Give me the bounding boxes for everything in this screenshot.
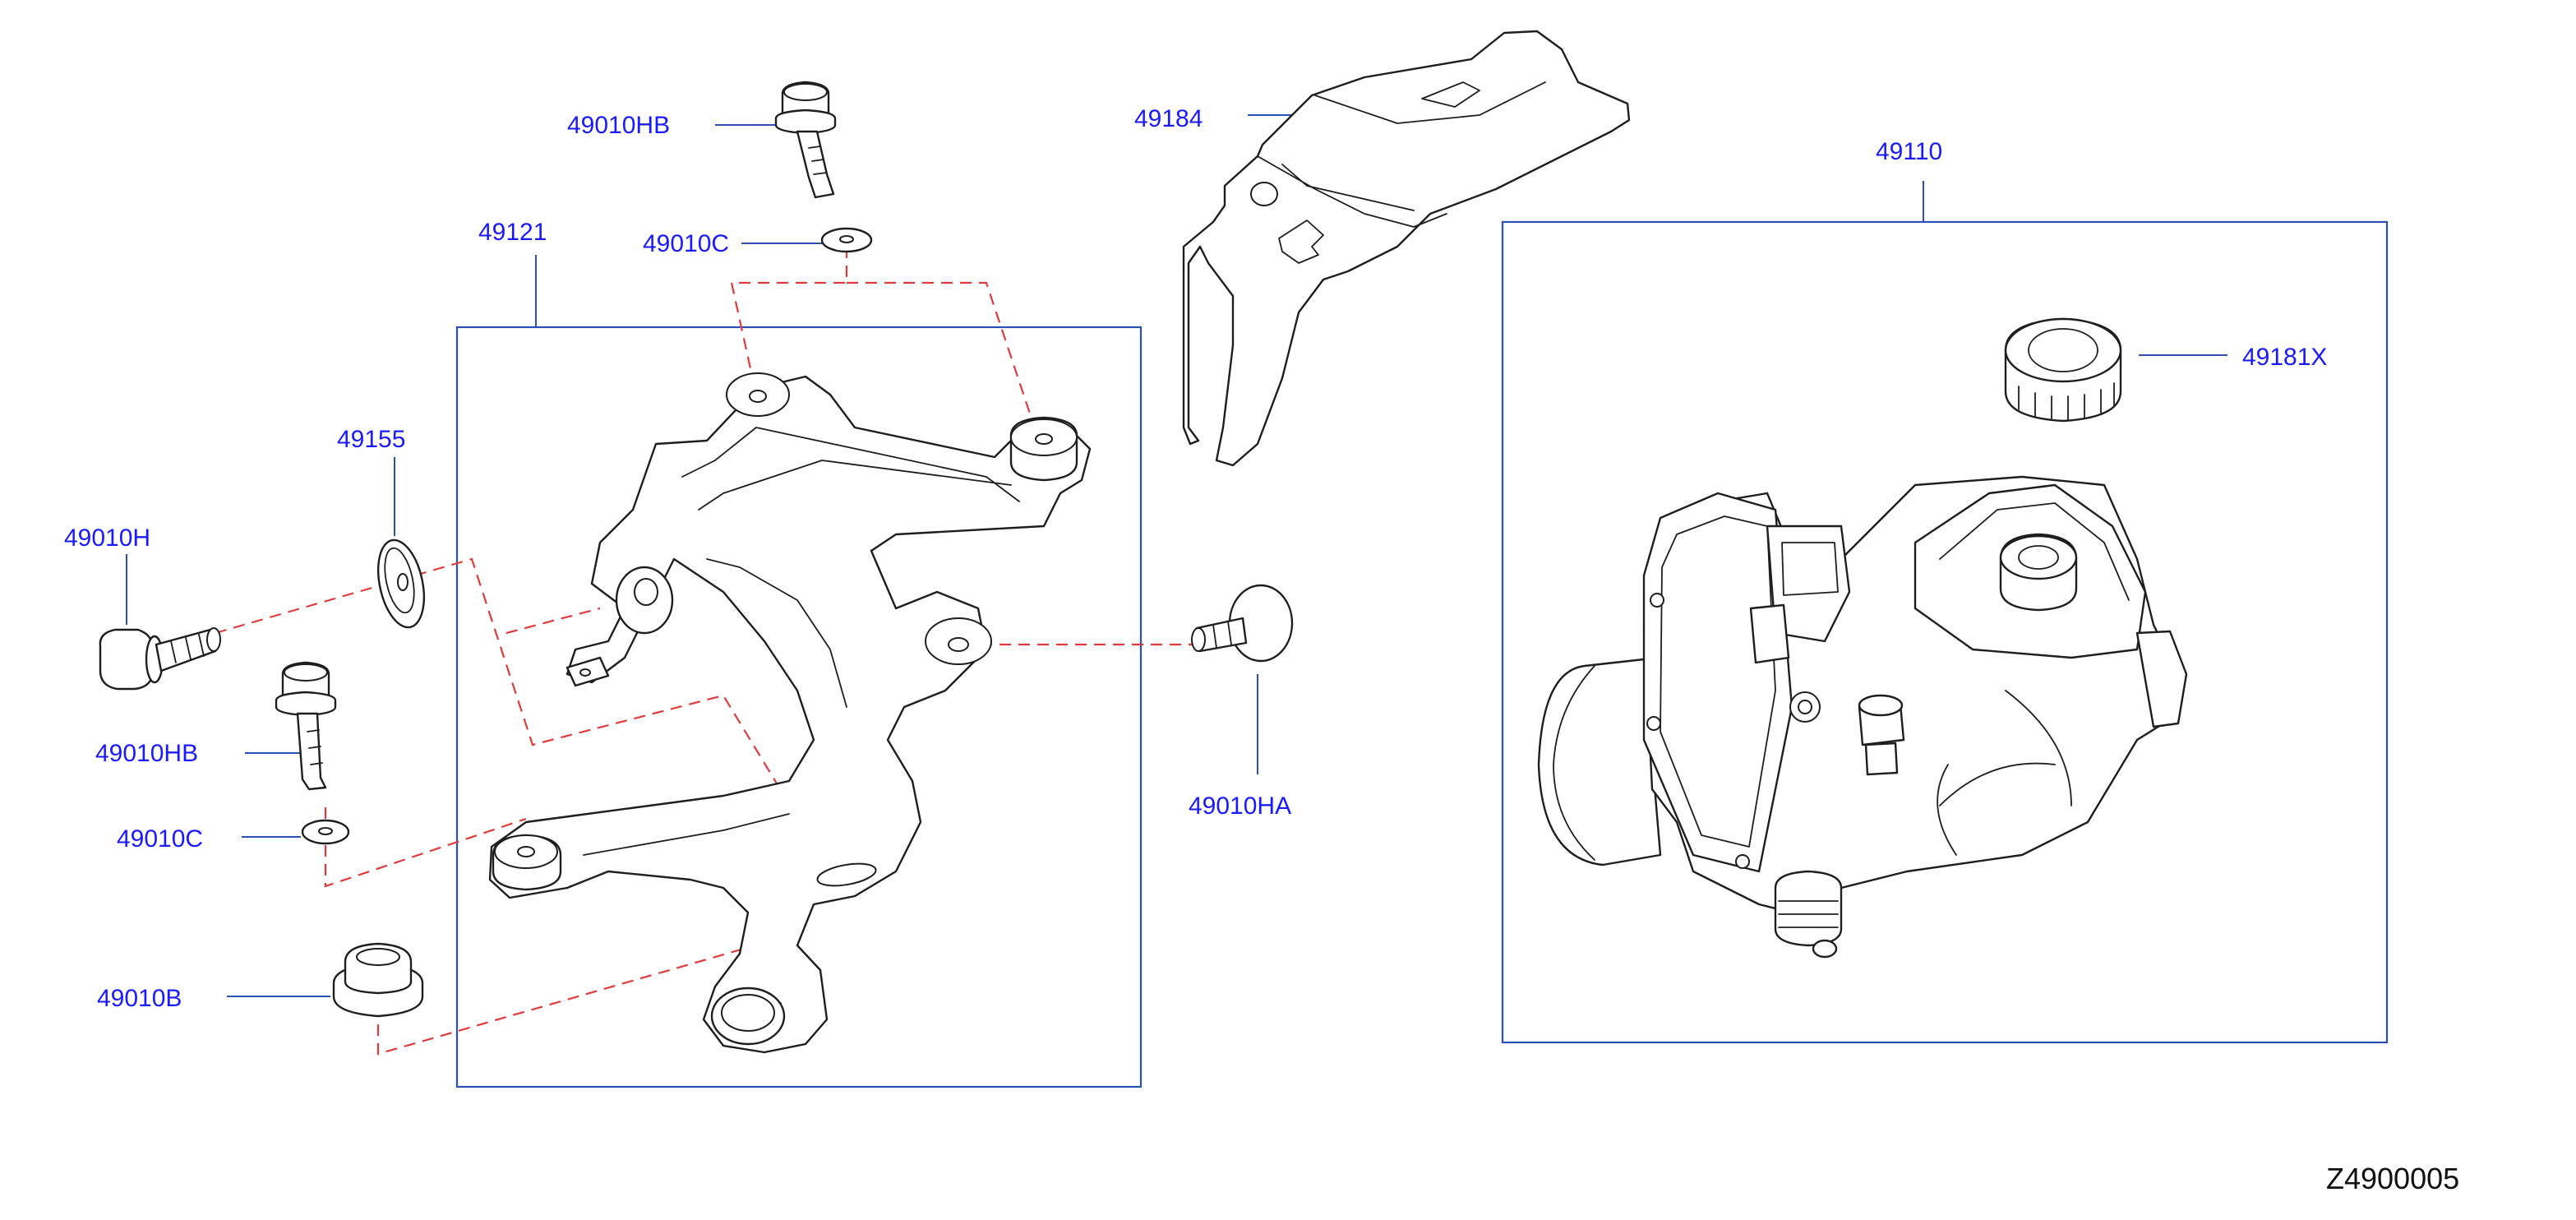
bracket-part[interactable] [488,372,1092,1054]
label-49184: 49184 [1134,105,1203,132]
label-49155: 49155 [337,426,405,453]
flange-bolt-h[interactable] [99,627,221,691]
flange-bolt-top[interactable] [774,81,837,199]
label-49110: 49110 [1876,138,1942,165]
part-labels: 49010HB 49010C 49121 49155 49010H 49010H… [64,105,2327,1012]
reservoir-cap[interactable] [2004,317,2122,423]
washer-left[interactable] [301,819,350,845]
cover-part[interactable] [1182,30,1631,467]
label-49181x: 49181X [2242,344,2327,371]
label-49010h: 49010H [64,525,150,552]
grommet-part[interactable] [371,536,431,631]
flange-bolt-left[interactable] [275,661,337,791]
actuator-assembly[interactable] [1537,475,2188,959]
label-49010hb-top: 49010HB [567,112,670,139]
stud-bolt-ha[interactable] [1191,584,1294,663]
diagram-code: Z4900005 [2326,1162,2459,1195]
label-49010c-left: 49010C [117,825,203,853]
label-49121: 49121 [478,219,547,246]
label-49010c-top: 49010C [643,230,729,257]
washer-top[interactable] [820,227,873,253]
label-49010b: 49010B [97,985,182,1012]
label-49010ha: 49010HA [1189,793,1291,820]
actuator-assembly-box [1501,220,2389,1044]
assembly-dashed-lines [215,247,1192,1056]
label-49010hb-left: 49010HB [95,740,198,767]
bracket-assembly-box [455,326,1143,1088]
flange-nut[interactable] [332,942,424,1018]
